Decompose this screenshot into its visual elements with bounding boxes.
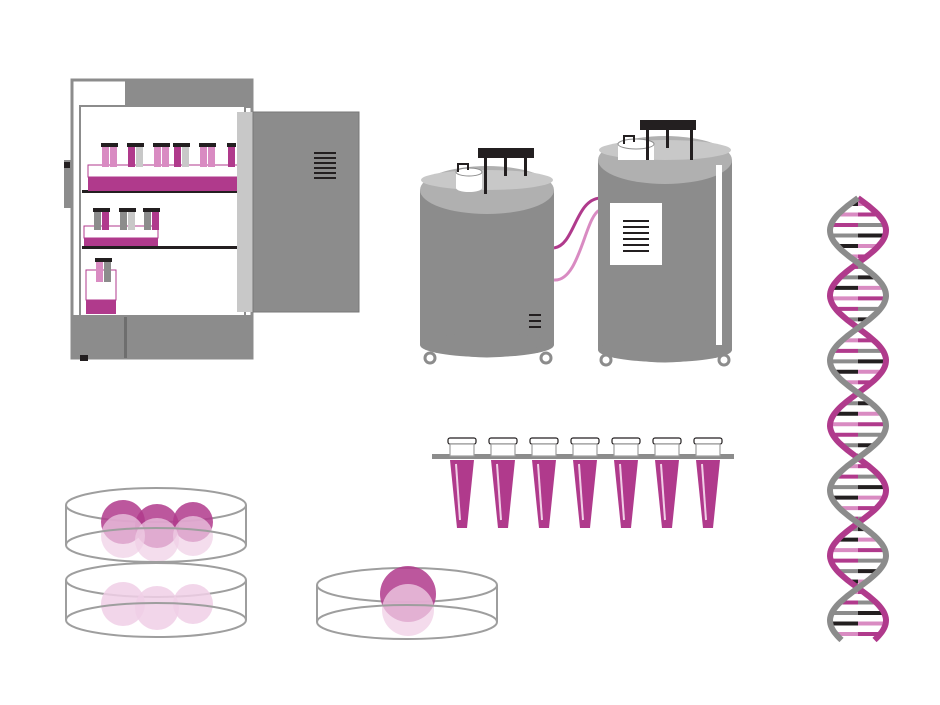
vent-icon bbox=[314, 152, 336, 179]
sample-tube-icon bbox=[173, 143, 182, 167]
sample-tube-icon bbox=[127, 143, 136, 167]
sample-tube-icon bbox=[143, 208, 152, 230]
sample-tube-icon bbox=[135, 143, 144, 167]
pcr-tube-icon bbox=[529, 437, 559, 528]
pcr-tube-icon bbox=[611, 437, 641, 528]
sample-tube-icon bbox=[199, 143, 208, 167]
organoid-icon bbox=[380, 566, 436, 636]
dna-icon bbox=[826, 195, 890, 643]
sample-tube-icon bbox=[101, 143, 110, 167]
pcr-tube-icon bbox=[570, 437, 600, 528]
sample-tube-icon bbox=[103, 258, 112, 282]
sample-tube-icon bbox=[93, 208, 102, 230]
sample-tube-icon bbox=[101, 208, 110, 230]
sample-tube-icon bbox=[227, 143, 236, 167]
sample-tube-icon bbox=[109, 143, 118, 167]
sample-tube-icon bbox=[181, 143, 190, 167]
organoid-icon bbox=[101, 582, 213, 630]
sample-tube-icon bbox=[95, 258, 104, 282]
pcr-tubes-icon bbox=[432, 437, 734, 528]
pcr-tube-icon bbox=[693, 437, 723, 528]
sample-tube-icon bbox=[207, 143, 216, 167]
cryo-tank-left bbox=[420, 148, 601, 365]
sample-tube-icon bbox=[151, 208, 160, 230]
pcr-tube-icon bbox=[488, 437, 518, 528]
sample-tube-icon bbox=[161, 143, 170, 167]
pcr-tube-icon bbox=[652, 437, 682, 528]
sample-tube-icon bbox=[119, 208, 128, 230]
stacked-culture-dishes bbox=[65, 487, 247, 638]
sample-tube-icon bbox=[153, 143, 162, 167]
organoid-icon bbox=[101, 500, 213, 562]
single-culture-dish bbox=[316, 566, 498, 640]
cryo-tank-right bbox=[598, 120, 732, 367]
incubator-icon bbox=[64, 78, 360, 361]
sample-tube-icon bbox=[127, 208, 136, 230]
pcr-tube-icon bbox=[447, 437, 477, 528]
